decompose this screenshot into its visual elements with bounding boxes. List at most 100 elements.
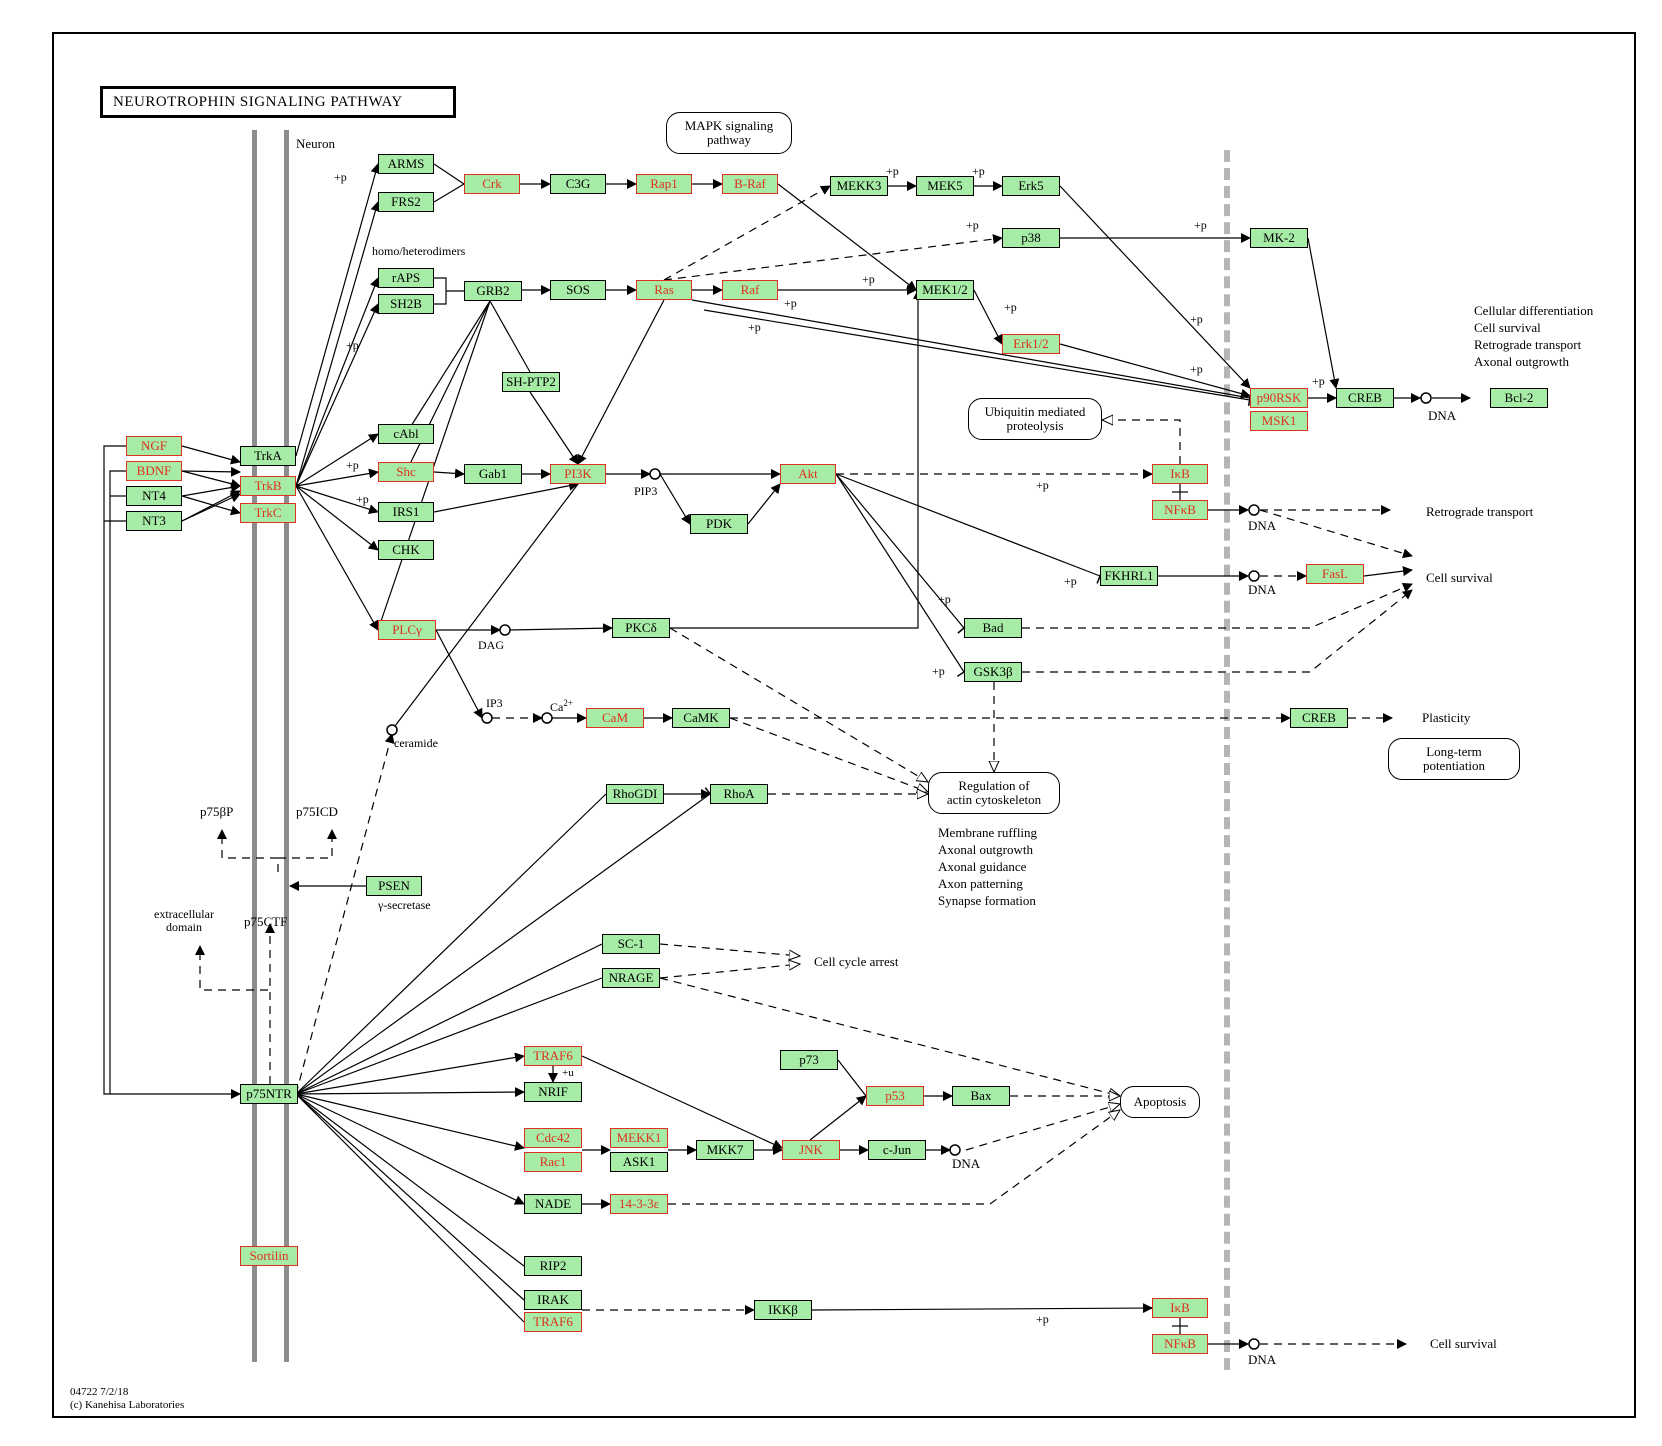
label-ceramide: ceramide xyxy=(394,736,438,750)
gene-ikb-2[interactable]: IκB xyxy=(1152,1298,1208,1318)
gene-mek12[interactable]: MEK1/2 xyxy=(916,280,974,300)
gene-grb2[interactable]: GRB2 xyxy=(464,281,522,301)
gene-jnk[interactable]: JNK xyxy=(782,1140,840,1160)
gene-bdnf[interactable]: BDNF xyxy=(126,461,182,481)
edge-29 xyxy=(663,185,831,281)
gene-creb[interactable]: CREB xyxy=(1336,388,1394,408)
dna-node-3 xyxy=(1248,570,1260,582)
gene-mekk3[interactable]: MEKK3 xyxy=(830,176,888,196)
gene-creb-2[interactable]: CREB xyxy=(1290,708,1348,728)
gene-nrif[interactable]: NRIF xyxy=(524,1082,582,1102)
gene-gab1[interactable]: Gab1 xyxy=(464,464,522,484)
gene-irs1[interactable]: IRS1 xyxy=(378,502,434,522)
gene-gsk3b[interactable]: GSK3β xyxy=(964,662,1022,682)
gene-sc1[interactable]: SC-1 xyxy=(602,934,660,954)
gene-crk[interactable]: Crk xyxy=(464,174,520,194)
map-apoptosis[interactable]: Apoptosis xyxy=(1120,1086,1200,1118)
edge-107 xyxy=(837,1059,873,1102)
label-phospho-18: +p xyxy=(938,592,951,606)
gene-bad[interactable]: Bad xyxy=(964,618,1022,638)
gene-camk[interactable]: CaMK xyxy=(672,708,730,728)
gene-pi3k[interactable]: PI3K xyxy=(550,464,606,484)
gene-ask1[interactable]: ASK1 xyxy=(610,1152,668,1172)
gene-ras[interactable]: Ras xyxy=(636,280,692,300)
gene-nade[interactable]: NADE xyxy=(524,1194,582,1214)
gene-plcg[interactable]: PLCγ xyxy=(378,620,436,640)
edge-45 xyxy=(405,300,491,473)
gene-p38[interactable]: p38 xyxy=(1002,228,1060,248)
gene-p90rsk[interactable]: p90RSK xyxy=(1250,388,1308,408)
gene-rhogdi[interactable]: RhoGDI xyxy=(606,784,664,804)
edge-64 xyxy=(835,473,1104,584)
map-actin-cytoskeleton[interactable]: Regulation of actin cytoskeleton xyxy=(928,772,1060,814)
label-phospho-5: +p xyxy=(886,164,899,178)
ip3-node xyxy=(481,712,493,724)
gene-b-raf[interactable]: B-Raf xyxy=(722,174,778,194)
gene-cam[interactable]: CaM xyxy=(586,708,644,728)
gene-rip2[interactable]: RIP2 xyxy=(524,1256,582,1276)
gene-nfkb-1[interactable]: NFκB xyxy=(1152,500,1208,520)
gene-psen[interactable]: PSEN xyxy=(366,876,422,896)
edge-3 xyxy=(181,482,241,497)
gene-c-jun[interactable]: c-Jun xyxy=(868,1140,926,1160)
edge-106 xyxy=(809,1095,867,1141)
gene-sh2b[interactable]: SH2B xyxy=(378,294,434,314)
gene-trkc[interactable]: TrkC xyxy=(240,503,296,523)
gene-sh-ptp2[interactable]: SH-PTP2 xyxy=(502,372,560,392)
gene-pdk[interactable]: PDK xyxy=(690,514,748,534)
gene-rhoa[interactable]: RhoA xyxy=(710,784,768,804)
gene-nt4[interactable]: NT4 xyxy=(126,486,182,506)
edge-110 xyxy=(965,1104,1120,1151)
gene-raf[interactable]: Raf xyxy=(722,280,778,300)
gene-sortilin[interactable]: Sortilin xyxy=(240,1246,298,1266)
gene-erk5[interactable]: Erk5 xyxy=(1002,176,1060,196)
gene-nt3[interactable]: NT3 xyxy=(126,511,182,531)
gene-p75ntr[interactable]: p75NTR xyxy=(240,1084,298,1104)
gene-akt[interactable]: Akt xyxy=(780,464,836,484)
gene-sos[interactable]: SOS xyxy=(550,280,606,300)
gene-fasl[interactable]: FasL xyxy=(1306,564,1364,584)
map-ubiquitin-proteolysis[interactable]: Ubiquitin mediated proteolysis xyxy=(968,398,1102,440)
gene-trka[interactable]: TrkA xyxy=(240,446,296,466)
edge-114 xyxy=(295,1093,525,1267)
gene-cabl[interactable]: cAbl xyxy=(378,424,434,444)
gene-mekk1[interactable]: MEKK1 xyxy=(610,1128,668,1148)
gene-traf6-2[interactable]: TRAF6 xyxy=(524,1312,582,1332)
gene-bax[interactable]: Bax xyxy=(952,1086,1010,1106)
gene-nfkb-2[interactable]: NFκB xyxy=(1152,1334,1208,1354)
gene-rac1[interactable]: Rac1 xyxy=(524,1152,582,1172)
gene-erk12[interactable]: Erk1/2 xyxy=(1002,334,1060,354)
gene-mek5[interactable]: MEK5 xyxy=(916,176,974,196)
gene-rap1[interactable]: Rap1 xyxy=(636,174,692,194)
gene-ikkb[interactable]: IKKβ xyxy=(754,1300,812,1320)
gene-pkcd[interactable]: PKCδ xyxy=(612,618,670,638)
label-phospho-2: +p xyxy=(346,338,359,352)
gene-cdc42[interactable]: Cdc42 xyxy=(524,1128,582,1148)
gene-msk1[interactable]: MSK1 xyxy=(1250,411,1308,431)
edge-86 xyxy=(295,733,395,1095)
map-long-term-potentiation[interactable]: Long-term potentiation xyxy=(1388,738,1520,780)
gene-trkb[interactable]: TrkB xyxy=(240,476,296,496)
gene-nrage[interactable]: NRAGE xyxy=(602,968,660,988)
edge-113 xyxy=(668,1110,1120,1205)
gene-c3g[interactable]: C3G xyxy=(550,174,606,194)
gene-bcl2[interactable]: Bcl-2 xyxy=(1490,388,1548,408)
gene-mkk7[interactable]: MKK7 xyxy=(696,1140,754,1160)
gene-14-3-3e[interactable]: 14-3-3ε xyxy=(610,1194,668,1214)
gene-chk[interactable]: CHK xyxy=(378,540,434,560)
gene-irak[interactable]: IRAK xyxy=(524,1290,582,1310)
gene-raps[interactable]: rAPS xyxy=(378,268,434,288)
map-mapk-signaling[interactable]: MAPK signaling pathway xyxy=(666,112,792,154)
gene-shc[interactable]: Shc xyxy=(378,462,434,482)
gene-frs2[interactable]: FRS2 xyxy=(378,192,434,212)
gene-mk2[interactable]: MK-2 xyxy=(1250,228,1308,248)
gene-ikb-1[interactable]: IκB xyxy=(1152,464,1208,484)
gene-p53[interactable]: p53 xyxy=(866,1086,924,1106)
gene-traf6-1[interactable]: TRAF6 xyxy=(524,1046,582,1066)
gene-ngf[interactable]: NGF xyxy=(126,436,182,456)
gene-p73[interactable]: p73 xyxy=(780,1050,838,1070)
gene-arms[interactable]: ARMS xyxy=(378,154,434,174)
gene-fkhrl1[interactable]: FKHRL1 xyxy=(1100,566,1158,586)
footer-copyright: (c) Kanehisa Laboratories xyxy=(70,1399,185,1411)
edge-116 xyxy=(295,1093,525,1323)
